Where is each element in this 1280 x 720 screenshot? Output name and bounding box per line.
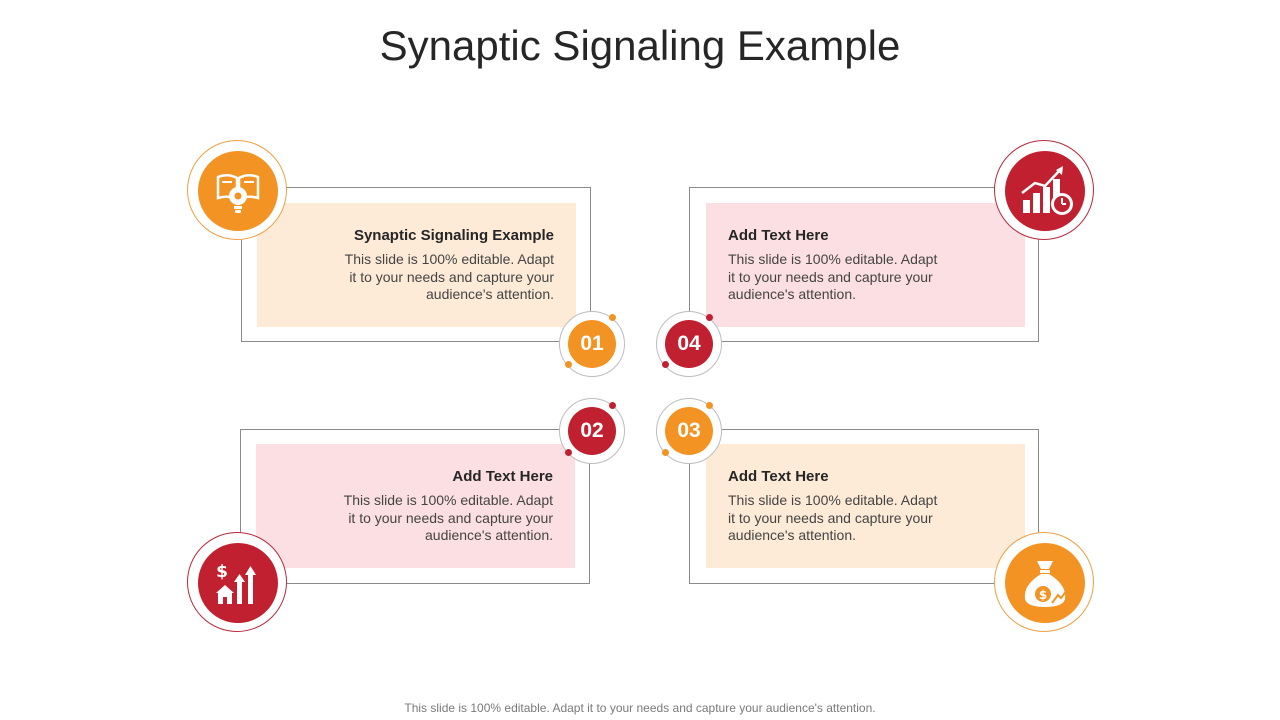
number-ring-02: 02 bbox=[559, 398, 625, 464]
number-ring-04: 04 bbox=[656, 311, 722, 377]
book-lightbulb-gear-icon bbox=[198, 151, 278, 231]
number-badge-01: 01 bbox=[568, 320, 616, 368]
item-desc-03: This slide is 100% editable. Adapt it to… bbox=[728, 492, 938, 543]
item-title-02: Add Text Here bbox=[452, 468, 553, 485]
icon-ring-04 bbox=[994, 140, 1094, 240]
svg-text:$: $ bbox=[1039, 588, 1047, 602]
accent-dot bbox=[609, 314, 616, 321]
item-card-04: Add Text Here This slide is 100% editabl… bbox=[706, 203, 1025, 327]
number-badge-04: 04 bbox=[665, 320, 713, 368]
growth-chart-clock-icon bbox=[1005, 151, 1085, 231]
dollar-house-growth-icon: $ bbox=[198, 543, 278, 623]
accent-dot bbox=[706, 402, 713, 409]
item-card-02: Add Text Here This slide is 100% editabl… bbox=[256, 444, 575, 568]
icon-ring-01 bbox=[187, 140, 287, 240]
number-badge-02: 02 bbox=[568, 407, 616, 455]
accent-dot bbox=[706, 314, 713, 321]
icon-ring-03: $ bbox=[994, 532, 1094, 632]
accent-dot bbox=[609, 402, 616, 409]
number-badge-03: 03 bbox=[665, 407, 713, 455]
item-title-01: Synaptic Signaling Example bbox=[353, 227, 554, 244]
money-bag-icon: $ bbox=[1005, 543, 1085, 623]
number-ring-01: 01 bbox=[559, 311, 625, 377]
icon-ring-02: $ bbox=[187, 532, 287, 632]
item-title-03: Add Text Here bbox=[728, 468, 829, 485]
number-ring-03: 03 bbox=[656, 398, 722, 464]
accent-dot bbox=[565, 449, 572, 456]
footer-note: This slide is 100% editable. Adapt it to… bbox=[404, 701, 876, 715]
slide-title: Synaptic Signaling Example bbox=[379, 22, 901, 69]
accent-dot bbox=[662, 449, 669, 456]
svg-text:$: $ bbox=[216, 562, 228, 582]
item-desc-02: This slide is 100% editable. Adapt it to… bbox=[343, 492, 553, 543]
accent-dot bbox=[662, 361, 669, 368]
item-desc-04: This slide is 100% editable. Adapt it to… bbox=[728, 251, 938, 302]
item-card-03: Add Text Here This slide is 100% editabl… bbox=[706, 444, 1025, 568]
item-card-01: Synaptic Signaling Example This slide is… bbox=[257, 203, 576, 327]
accent-dot bbox=[565, 361, 572, 368]
item-title-04: Add Text Here bbox=[728, 227, 829, 244]
item-desc-01: This slide is 100% editable. Adapt it to… bbox=[344, 251, 554, 302]
